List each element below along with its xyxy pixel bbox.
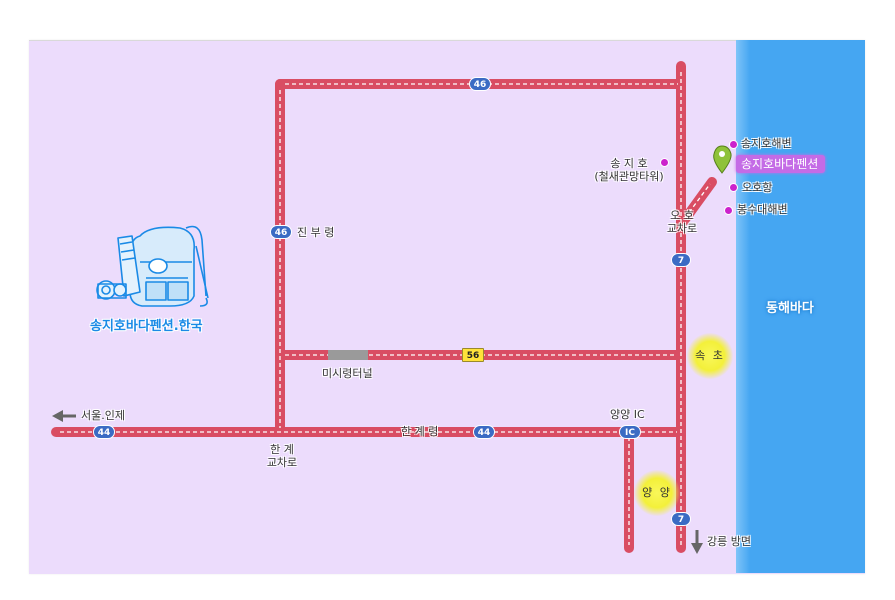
pension-label: 송지호바다펜션 <box>741 157 819 171</box>
to-seoul-label: 서울.인제 <box>81 409 125 422</box>
east-sea-area <box>736 40 865 573</box>
jinburyeong-label: 진 부 령 <box>297 226 335 239</box>
brand-label: 송지호바다펜션.한국 <box>90 319 203 334</box>
arrow-down-icon <box>691 530 703 554</box>
yangyang-highlight <box>634 470 680 516</box>
map-area <box>29 40 865 574</box>
route-44-shield-left: 44 <box>93 425 115 439</box>
route-46-shield-left: 46 <box>270 225 292 239</box>
map-pin-icon <box>713 145 732 174</box>
songjiho-poi <box>660 158 669 167</box>
songjiho-label: 송 지 호 (철새관망타워) <box>594 157 664 183</box>
oho-port-poi <box>729 183 738 192</box>
oho-port-label: 오호항 <box>742 181 773 194</box>
route-56-shield: 56 <box>462 348 484 362</box>
bongsudae-beach-label: 봉수대해변 <box>737 203 788 216</box>
ic-shield: IC <box>619 425 641 439</box>
east-sea-label: 동해바다 <box>766 301 814 316</box>
misiryeong-tunnel-label: 미시령터널 <box>322 367 373 380</box>
route-46-shield-top: 46 <box>469 77 491 91</box>
route-7-shield-upper: 7 <box>671 253 691 267</box>
sokcho-label: 속 초 <box>695 349 725 362</box>
tunnel-marker <box>328 350 368 360</box>
songjiho-beach-poi <box>729 140 738 149</box>
route-44-shield-mid: 44 <box>473 425 495 439</box>
pension-highlight <box>736 155 825 173</box>
songjiho-beach-label: 송지호해변 <box>741 137 792 150</box>
arrow-left-icon <box>52 410 76 422</box>
hangye-ic-label: 한 계 교차로 <box>266 443 298 469</box>
to-gangneung-label: 강릉 방면 <box>707 535 751 548</box>
bongsudae-beach-poi <box>724 206 733 215</box>
yangyang-label: 양 양 <box>642 486 672 499</box>
yangyang-ic-label: 양양 IC <box>610 408 645 421</box>
oho-ic-label: 오 호 교차로 <box>666 209 698 235</box>
hangyeryeong-label: 한 계 령 <box>401 425 439 438</box>
route-7-shield-lower: 7 <box>671 512 691 526</box>
backpack-icon <box>96 225 209 307</box>
sokcho-highlight <box>687 333 733 379</box>
